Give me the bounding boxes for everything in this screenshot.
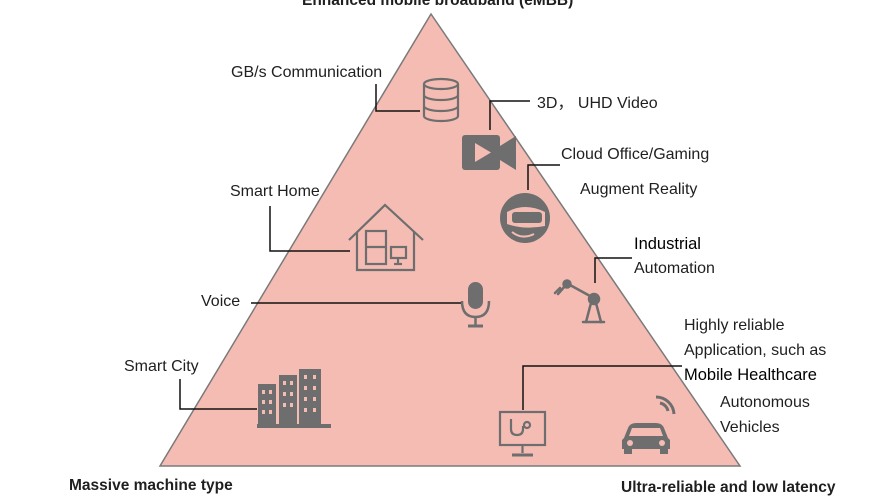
leader-lines <box>179 84 682 410</box>
vr-headset-icon <box>500 193 550 243</box>
label-highly-reliable: Highly reliable <box>684 317 785 334</box>
label-uhd-video: 3D， UHD Video <box>537 95 658 112</box>
label-vehicles: Vehicles <box>720 419 780 436</box>
leader-video <box>489 100 530 130</box>
medical-monitor-icon <box>498 410 547 457</box>
house-icon <box>348 203 424 272</box>
leader-smart-city <box>179 379 257 410</box>
label-cloud-gaming: Cloud Office/Gaming <box>561 146 710 163</box>
label-voice: Voice <box>201 293 241 310</box>
robot-arm-icon <box>553 279 606 324</box>
video-camera-icon <box>462 135 516 170</box>
label-mobile-healthcare: Mobile Healthcare <box>684 366 817 384</box>
label-autonomous: Autonomous <box>720 394 810 411</box>
label-application: Application, such as <box>684 342 827 359</box>
database-icon <box>422 77 460 123</box>
car-icon <box>622 423 670 454</box>
diagram-title: Enhanced mobile broadband (eMBB) <box>302 0 574 9</box>
microphone-icon <box>460 282 491 328</box>
city-buildings-icon <box>257 369 331 428</box>
wireless-signal-icon <box>655 395 676 415</box>
label-gb-communication: GB/s Communication <box>231 64 383 81</box>
label-smart-home: Smart Home <box>230 183 320 200</box>
corner-label-urllc: Ultra-reliable and low latency <box>621 479 836 496</box>
leader-industrial <box>594 257 632 283</box>
label-automation: Automation <box>634 260 715 277</box>
label-smart-city: Smart City <box>124 358 199 375</box>
corner-label-mmtc: Massive machine type <box>69 477 233 494</box>
label-industrial: Industrial <box>634 235 701 253</box>
leader-smart-home <box>269 206 350 252</box>
usage-triangle <box>158 12 742 467</box>
label-augment-reality: Augment Reality <box>580 181 698 198</box>
leader-gb-comm <box>375 84 420 112</box>
leader-health <box>522 365 682 410</box>
leader-cloud <box>527 164 560 190</box>
